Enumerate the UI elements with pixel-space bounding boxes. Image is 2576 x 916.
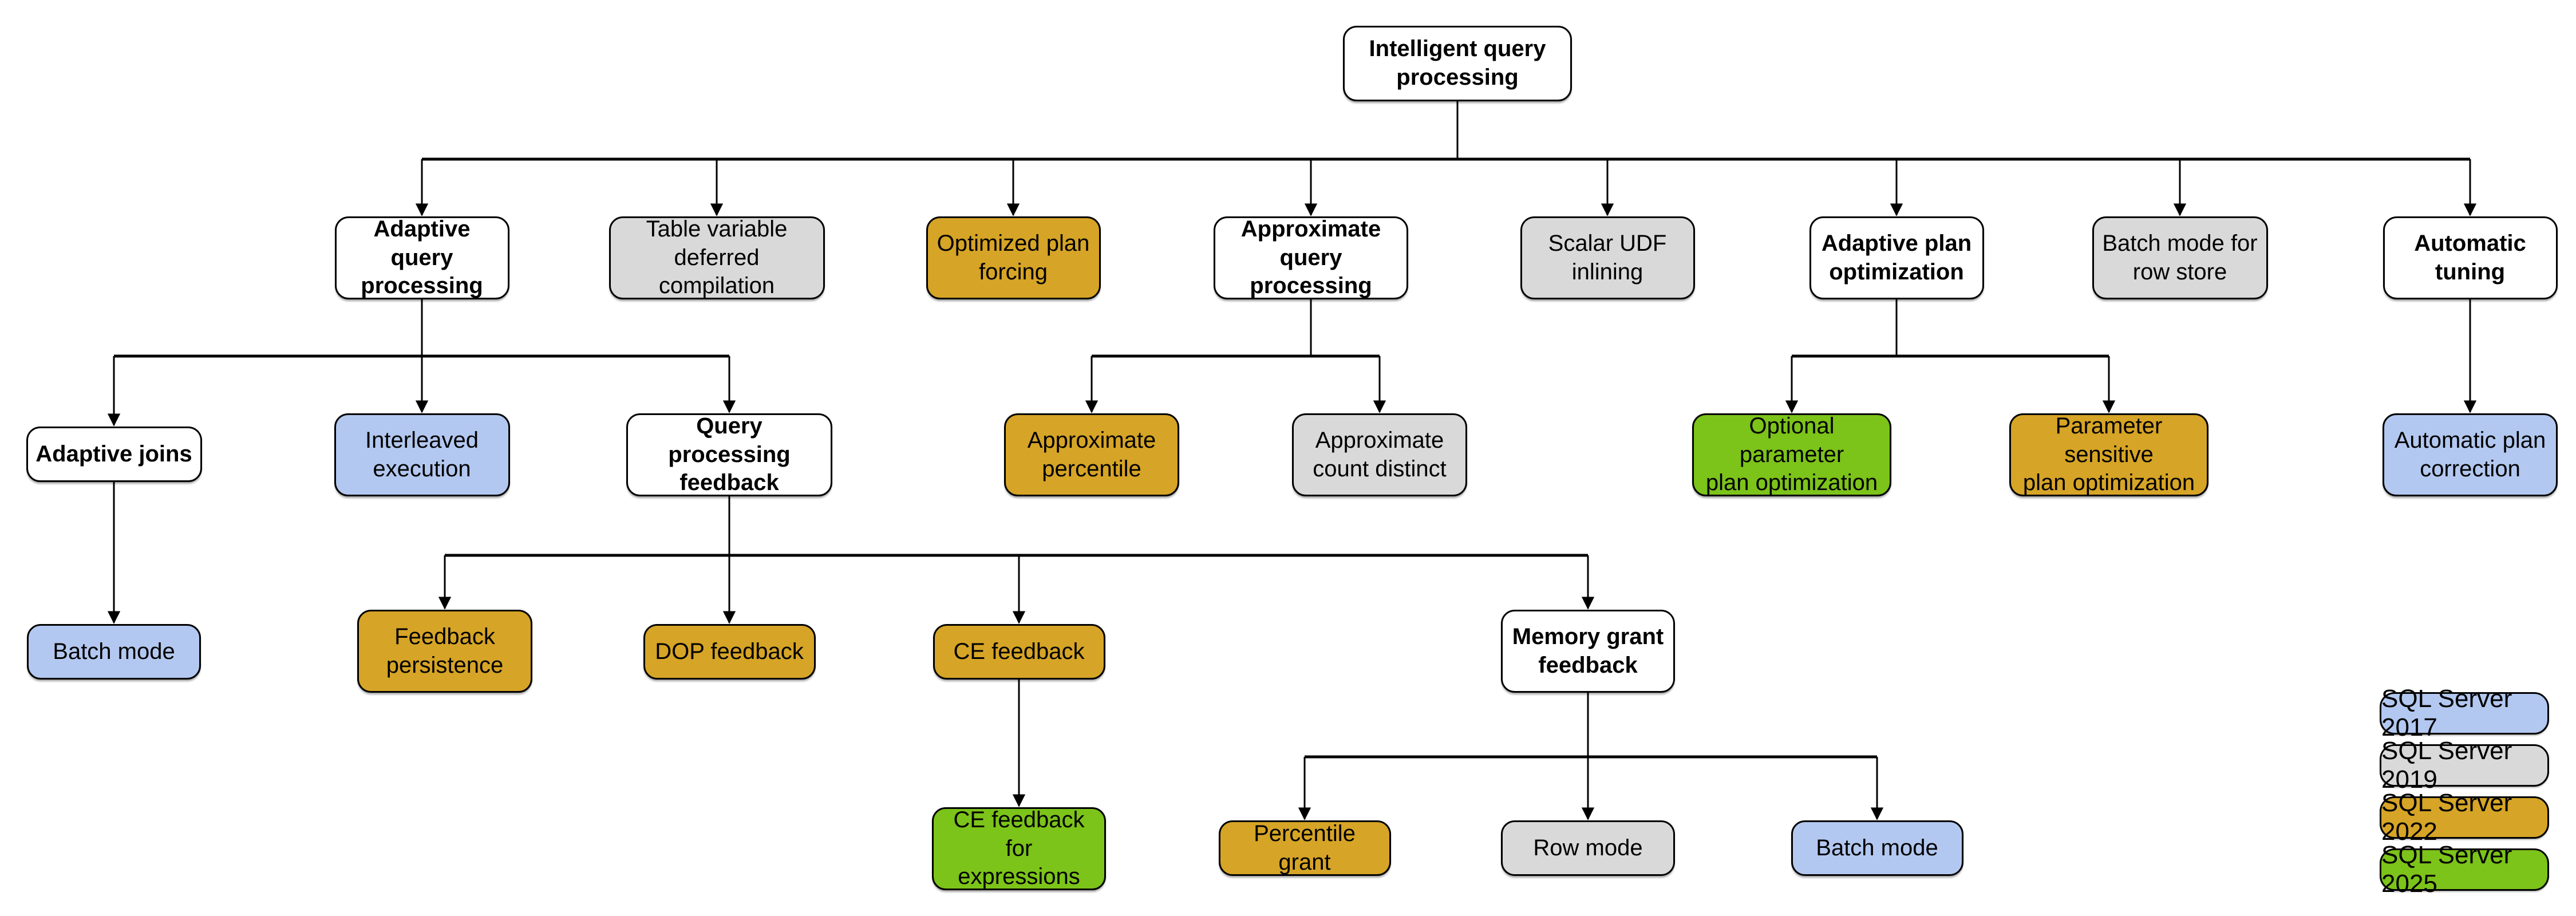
node-dop: DOP feedback: [643, 624, 816, 680]
node-fp: Feedback persistence: [357, 610, 532, 693]
legend-item-sql-2022: SQL Server 2022: [2380, 789, 2549, 846]
node-apo: Adaptive plan optimization: [1809, 216, 1984, 299]
node-bm2: Batch mode: [1791, 820, 1963, 876]
node-mgf: Memory grant feedback: [1501, 610, 1675, 693]
node-cef: CE feedback: [933, 624, 1105, 680]
node-opf: Optimized plan forcing: [926, 216, 1101, 299]
edges-group: [107, 101, 2477, 820]
node-bmrs: Batch mode for row store: [2092, 216, 2268, 299]
node-ap: Approximate percentile: [1004, 413, 1179, 496]
node-oppo: Optional parameter plan optimization: [1692, 413, 1891, 496]
node-ie: Interleaved execution: [334, 413, 510, 496]
legend-item-sql-2019: SQL Server 2019: [2380, 737, 2549, 793]
node-qpf: Query processing feedback: [626, 413, 832, 496]
node-sudf: Scalar UDF inlining: [1520, 216, 1695, 299]
node-aqp: Adaptive query processing: [334, 216, 509, 299]
node-pg: Percentile grant: [1218, 820, 1391, 876]
node-aj: Adaptive joins: [26, 427, 202, 482]
legend-item-sql-2025: SQL Server 2025: [2380, 841, 2549, 898]
node-cefe: CE feedback for expressions: [932, 807, 1106, 890]
node-pspo: Parameter sensitive plan optimization: [2009, 413, 2208, 496]
node-tvdc: Table variable deferred compilation: [609, 216, 825, 299]
node-apqp: Approximate query processing: [1214, 216, 1408, 299]
node-at: Automatic tuning: [2383, 216, 2558, 299]
node-root: Intelligent query processing: [1343, 26, 1572, 101]
node-acd: Approximate count distinct: [1292, 413, 1467, 496]
node-rm: Row mode: [1501, 820, 1675, 876]
node-apc: Automatic plan correction: [2383, 413, 2558, 496]
node-bm1: Batch mode: [27, 624, 201, 680]
legend-item-sql-2017: SQL Server 2017: [2380, 685, 2549, 741]
